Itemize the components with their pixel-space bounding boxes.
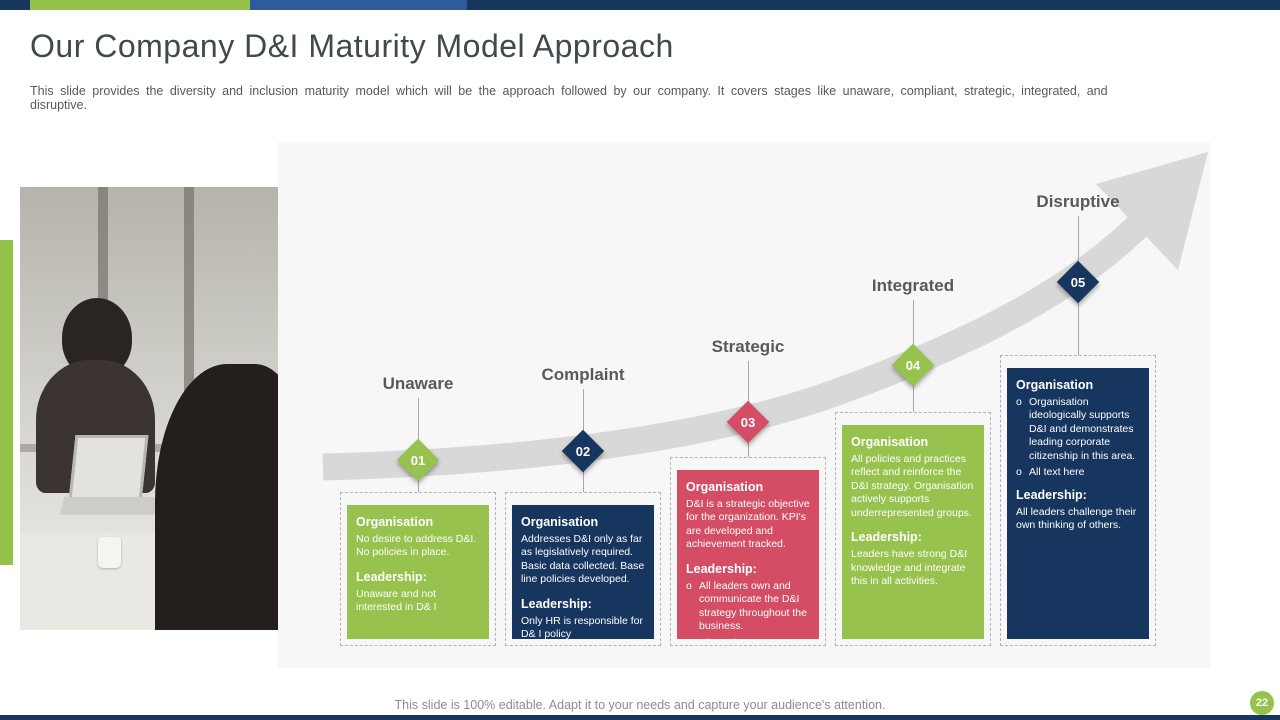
stage-label: Disruptive	[1036, 192, 1120, 211]
growth-arrow	[322, 152, 1208, 481]
stage-number: 02	[575, 443, 591, 459]
card-org-text: No desire to address D&I. No policies in…	[356, 533, 477, 559]
photo-laptop	[68, 435, 149, 502]
card-org-text: Addresses D&I only as far as legislative…	[521, 533, 645, 586]
photo-laptop-base	[59, 497, 158, 515]
card-lead-text: Only HR is responsible for D& I policy	[521, 614, 643, 639]
stage-card-complaint: Organisation Addresses D&I only as far a…	[512, 505, 654, 639]
left-accent-strip	[0, 240, 13, 565]
card-org-text: All policies and practices reflect and r…	[851, 453, 974, 519]
stage-card-strategic: Organisation D&I is a strategic objectiv…	[677, 470, 819, 639]
bottom-ribbon	[0, 715, 1280, 720]
card-lead-text: Unaware and not interested in D& I	[356, 587, 437, 614]
stage-card-integrated: Organisation All policies and practices …	[842, 425, 984, 639]
top-ribbon-green-segment	[30, 0, 250, 10]
card-bullet-item: o All text here	[1016, 466, 1140, 479]
card-lead-title: Leadership:	[356, 569, 427, 584]
stage-marker-diamond: 01	[396, 438, 440, 482]
bullet-text: All leaders own and communicate the D&I …	[699, 579, 807, 633]
photo-window-frame	[183, 187, 194, 480]
stage-marker-diamond: 05	[1056, 260, 1100, 304]
card-lead-title: Leadership:	[851, 530, 922, 545]
bullet-marker: o	[1016, 396, 1022, 408]
stage-card-outline: Organisation All policies and practices …	[835, 412, 991, 646]
stage-card-outline: Organisation No desire to address D&I. N…	[340, 492, 496, 646]
stage-card-disruptive: Organisation o Organisation ideologicall…	[1007, 368, 1149, 639]
card-lead-title: Leadership:	[1016, 487, 1087, 502]
stage-card-outline: Organisation o Organisation ideologicall…	[1000, 355, 1156, 646]
stage-marker-diamond: 04	[891, 343, 935, 387]
stage-number: 04	[905, 357, 921, 373]
stage-disruptive: Disruptive 05	[998, 192, 1158, 355]
stage-number: 05	[1070, 274, 1086, 290]
footer-note: This slide is 100% editable. Adapt it to…	[394, 698, 886, 712]
arrow-head	[1096, 152, 1208, 270]
stage-complaint: Complaint 02	[503, 365, 663, 492]
slide-subtitle: This slide provides the diversity and in…	[30, 84, 1108, 112]
bullet-text: All text here	[1029, 466, 1085, 479]
card-org-title: Organisation	[686, 480, 764, 494]
bullet-marker: o	[686, 579, 692, 592]
card-lead-text: Leaders have strong D&I knowledge and in…	[851, 548, 968, 588]
bullet-text: All text here	[699, 637, 754, 640]
photo-foreground-person	[155, 364, 280, 630]
top-ribbon-blue-segment	[250, 0, 467, 10]
card-org-title: Organisation	[1016, 378, 1094, 392]
stage-strategic: Strategic 03	[668, 337, 828, 457]
card-org-bullet-list: o Organisation ideologically supports D&…	[1016, 396, 1140, 480]
card-lead-text: All leaders challenge their own thinking…	[1016, 505, 1137, 532]
stage-number: 03	[740, 414, 756, 430]
stage-integrated: Integrated 04	[833, 276, 993, 412]
photo-coffee-cup	[98, 536, 122, 568]
top-ribbon	[0, 0, 1280, 10]
stage-card-outline: Organisation D&I is a strategic objectiv…	[670, 457, 826, 646]
stage-label: Integrated	[871, 276, 955, 295]
card-org-title: Organisation	[851, 435, 929, 449]
meeting-photo	[20, 187, 280, 630]
bullet-text: Organisation ideologically supports D&I …	[1029, 396, 1136, 462]
card-bullet-item: o All text here	[686, 637, 810, 640]
stage-marker-diamond: 03	[726, 400, 770, 444]
stage-unaware: Unaware 01	[338, 374, 498, 492]
stage-number: 01	[410, 452, 426, 468]
card-bullet-item: o Organisation ideologically supports D&…	[1016, 396, 1140, 463]
stage-card-unaware: Organisation No desire to address D&I. N…	[347, 505, 489, 639]
stage-label: Strategic	[711, 337, 785, 356]
card-lead-title: Leadership:	[521, 596, 592, 611]
card-lead-title: Leadership:	[686, 561, 757, 576]
stage-marker-diamond: 02	[561, 429, 605, 473]
stage-label: Unaware	[382, 374, 454, 393]
slide-title: Our Company D&I Maturity Model Approach	[30, 28, 674, 64]
bullet-marker: o	[686, 637, 694, 640]
card-org-title: Organisation	[521, 515, 599, 529]
card-bullet-item: o All leaders own and communicate the D&…	[686, 580, 810, 634]
bullet-marker: o	[1016, 466, 1022, 479]
page-number-badge: 22	[1250, 691, 1274, 715]
card-org-title: Organisation	[356, 515, 434, 529]
stage-card-outline: Organisation Addresses D&I only as far a…	[505, 492, 661, 646]
card-lead-bullet-list: o All leaders own and communicate the D&…	[686, 580, 810, 639]
card-org-text: D&I is a strategic objective for the org…	[686, 498, 810, 551]
stage-label: Complaint	[541, 365, 625, 384]
